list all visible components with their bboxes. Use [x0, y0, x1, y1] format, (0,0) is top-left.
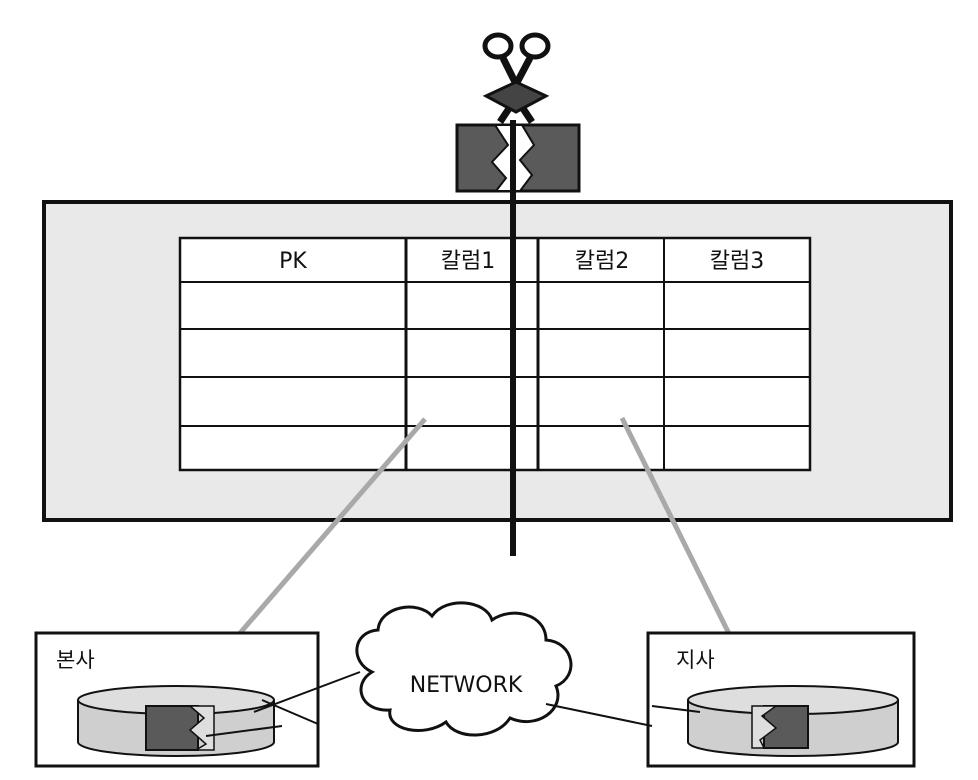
table-header-pk: PK	[279, 249, 307, 274]
headquarters-label: 본사	[56, 648, 95, 672]
hq-data-flow	[205, 725, 283, 737]
branch-database-icon	[687, 685, 899, 757]
cut-column-piece	[455, 123, 581, 193]
headquarters-database-icon	[77, 685, 275, 757]
arrow-to-branch	[619, 416, 751, 678]
branch-network-link-2	[651, 705, 701, 713]
branch-network-link	[545, 703, 653, 727]
hq-network-link-2	[261, 699, 319, 725]
branch-label: 지사	[676, 648, 715, 672]
data-table: PK 칼럼1 칼럼2 칼럼3	[178, 236, 812, 472]
network-label: NETWORK	[410, 673, 523, 698]
network-cloud-icon: NETWORK	[355, 601, 573, 737]
table-header-column1: 칼럼1	[441, 249, 495, 274]
branch-site: 지사	[646, 631, 916, 768]
hq-network-link	[253, 671, 361, 713]
table-header-column3: 칼럼3	[710, 249, 764, 274]
scissors-icon	[482, 32, 551, 124]
table-header-column2: 칼럼2	[575, 249, 629, 274]
headquarters-site: 본사	[34, 631, 320, 768]
